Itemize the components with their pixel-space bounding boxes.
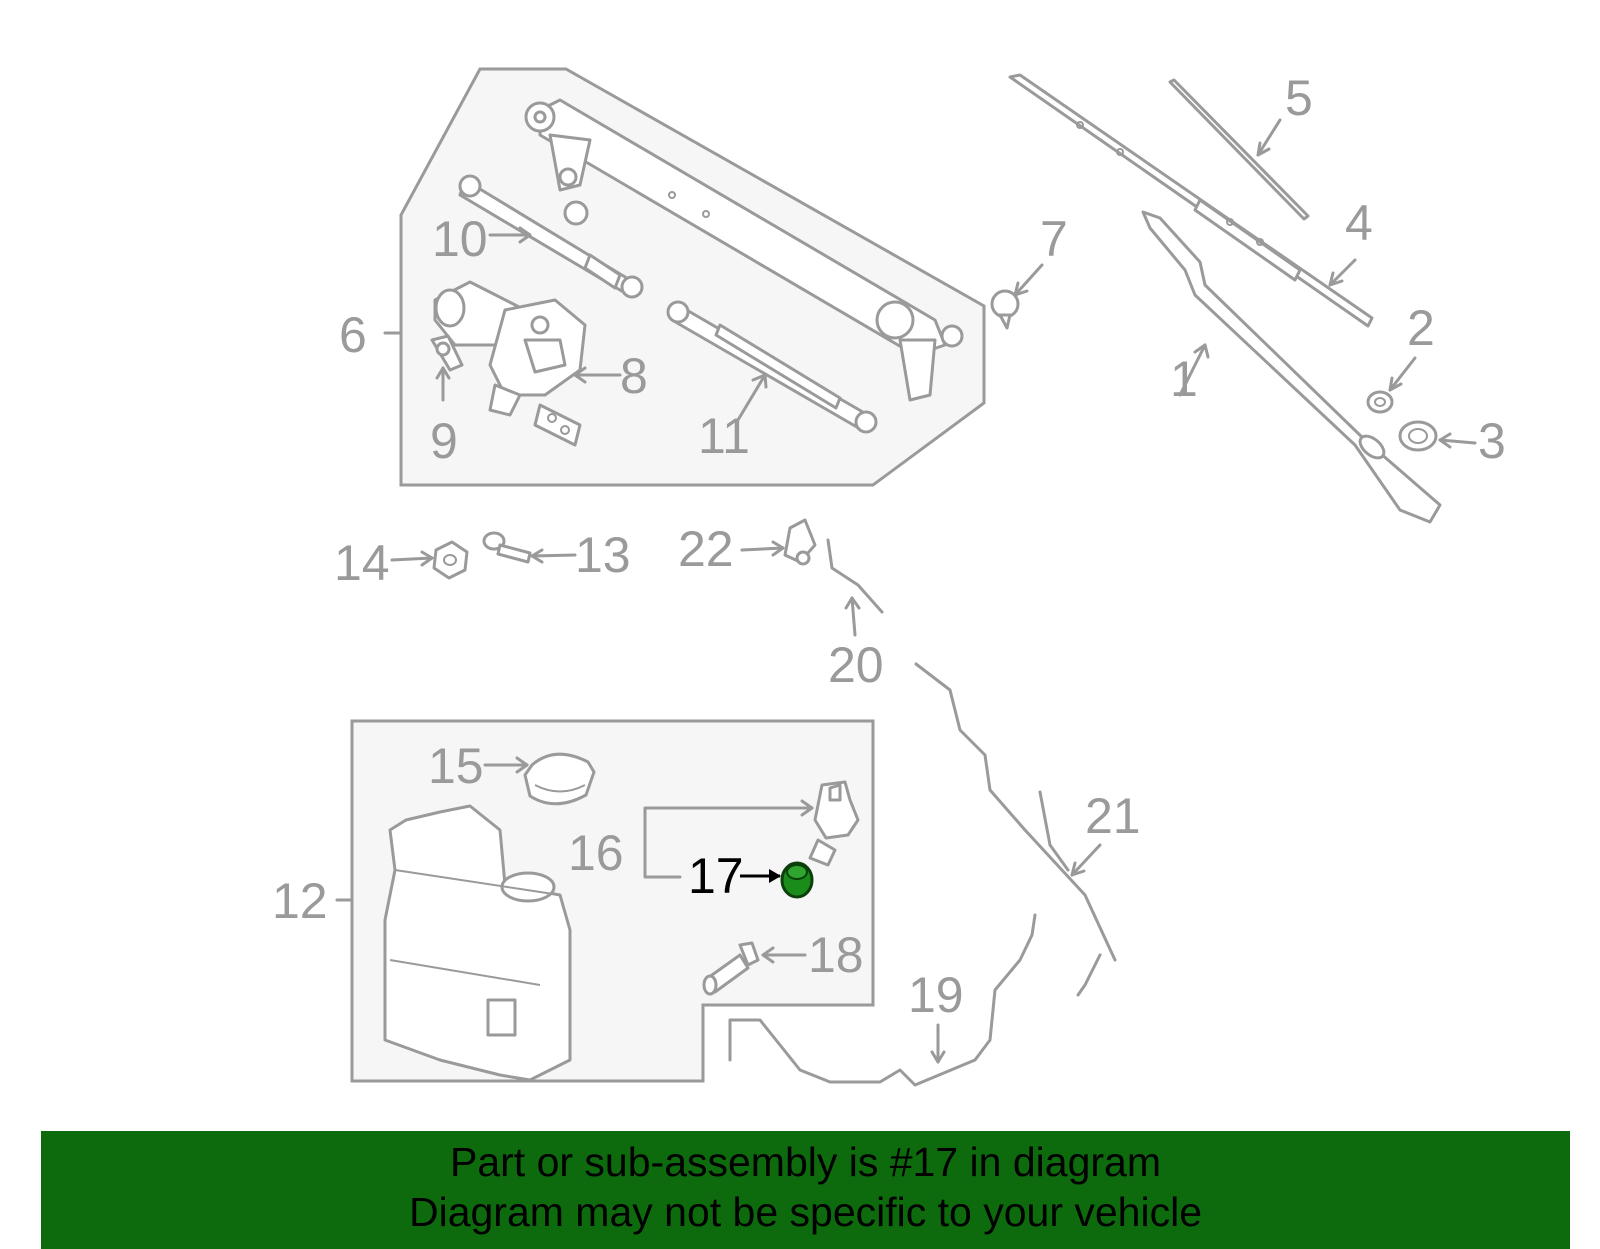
washer-reservoir-12 bbox=[383, 804, 572, 1082]
callout-1: 1 bbox=[1170, 351, 1198, 407]
callout-9: 9 bbox=[430, 413, 458, 469]
motor-mount-bushing bbox=[533, 403, 582, 447]
wiper-arm-nut-2 bbox=[1366, 390, 1394, 414]
callout-19: 19 bbox=[908, 967, 964, 1023]
callout-15: 15 bbox=[428, 738, 484, 794]
callout-13: 13 bbox=[575, 527, 631, 583]
hose-21 bbox=[914, 662, 1117, 962]
callout-17-highlighted: 17 bbox=[688, 848, 744, 904]
level-sensor-18 bbox=[702, 941, 760, 996]
cap-7 bbox=[990, 289, 1020, 330]
hose-21-connector bbox=[1076, 953, 1102, 997]
info-banner: Part or sub-assembly is #17 in diagram D… bbox=[41, 1131, 1570, 1249]
wiper-linkage-rod bbox=[524, 98, 964, 402]
callout-8: 8 bbox=[620, 348, 648, 404]
callout-6: 6 bbox=[339, 307, 367, 363]
reservoir-cap-15 bbox=[523, 752, 596, 806]
wiper-motor bbox=[433, 280, 587, 417]
pump-grommet-17-highlighted bbox=[780, 861, 814, 899]
wiper-blade-refill-5 bbox=[1168, 78, 1310, 221]
washer-pump-16 bbox=[808, 780, 860, 867]
callout-16: 16 bbox=[568, 825, 624, 881]
linkage-bushing bbox=[563, 200, 589, 226]
callout-4: 4 bbox=[1345, 195, 1373, 251]
bolt-13 bbox=[482, 531, 532, 564]
linkage-group-box bbox=[399, 67, 986, 487]
banner-disclaimer-line: Diagram may not be specific to your vehi… bbox=[408, 1189, 1202, 1235]
callout-21: 21 bbox=[1085, 788, 1141, 844]
hose-19 bbox=[728, 913, 1037, 1087]
callout-18: 18 bbox=[808, 927, 864, 983]
callout-20: 20 bbox=[828, 637, 884, 693]
callout-10: 10 bbox=[432, 211, 488, 267]
callout-2: 2 bbox=[1407, 300, 1435, 356]
callout-5: 5 bbox=[1285, 70, 1313, 126]
motor-bracket-bolt-9 bbox=[430, 334, 464, 372]
callout-14: 14 bbox=[334, 535, 390, 591]
callout-7: 7 bbox=[1040, 211, 1068, 267]
washer-3 bbox=[1398, 420, 1438, 452]
wiper-link-11 bbox=[666, 300, 878, 434]
washer-nozzle-22 bbox=[783, 518, 817, 566]
leader-lines bbox=[335, 118, 1477, 1064]
wiper-arm-1 bbox=[1141, 210, 1442, 524]
callout-11: 11 bbox=[698, 408, 750, 464]
hose-20 bbox=[826, 538, 884, 614]
callout-12: 12 bbox=[272, 873, 328, 929]
hose-21-branch bbox=[1038, 790, 1070, 872]
nut-14 bbox=[432, 540, 469, 580]
wiper-blade-4 bbox=[1008, 73, 1374, 328]
callout-22: 22 bbox=[678, 521, 734, 577]
callout-3: 3 bbox=[1478, 413, 1506, 469]
banner-part-line: Part or sub-assembly is #17 in diagram bbox=[450, 1139, 1161, 1185]
wiper-link-10 bbox=[458, 174, 644, 299]
